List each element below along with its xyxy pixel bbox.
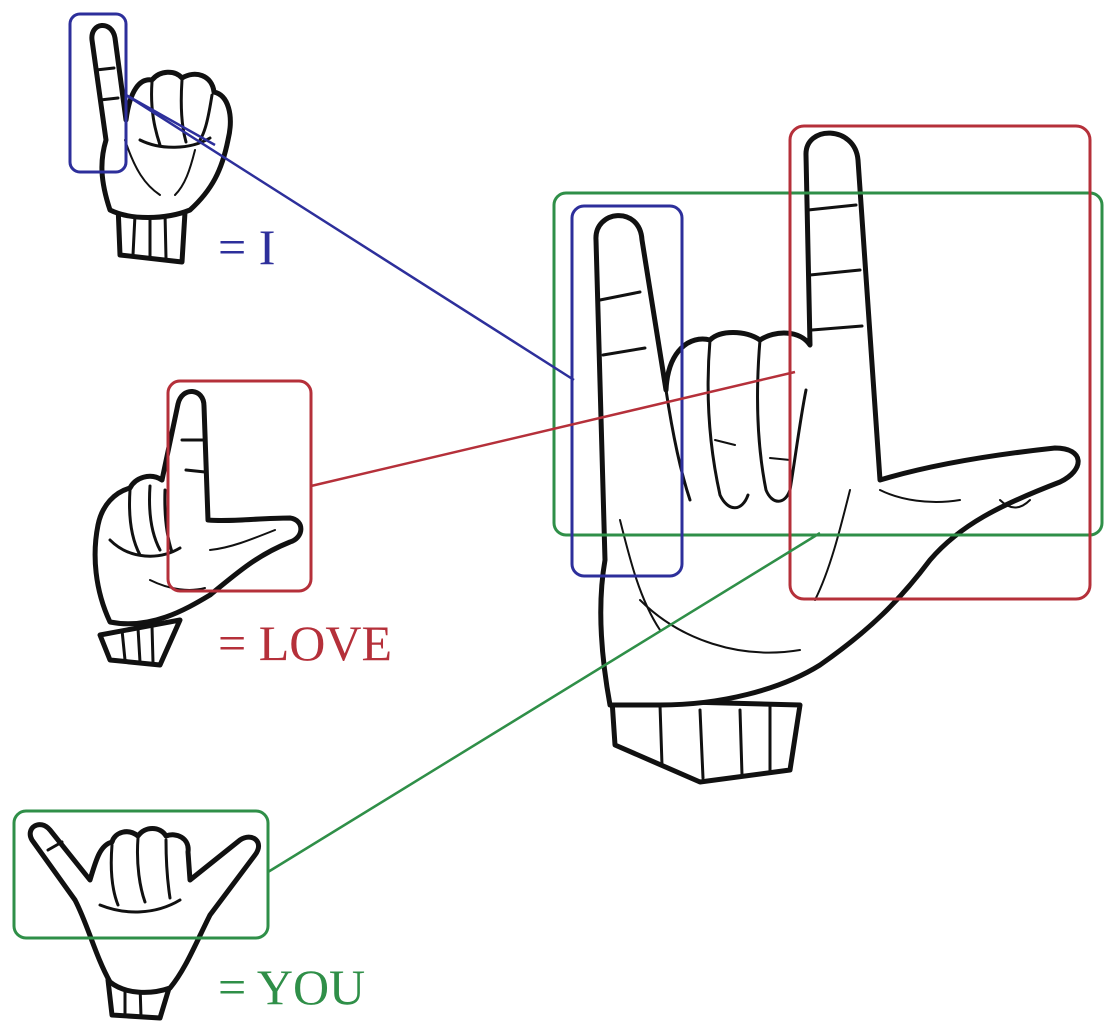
label-you: = YOU	[218, 962, 365, 1012]
asl-i-hand-icon	[92, 25, 230, 262]
label-i: = I	[218, 222, 275, 272]
asl-i-love-you-hand-icon	[596, 133, 1078, 782]
i-connector-line	[126, 95, 574, 380]
label-love: = LOVE	[218, 618, 392, 668]
